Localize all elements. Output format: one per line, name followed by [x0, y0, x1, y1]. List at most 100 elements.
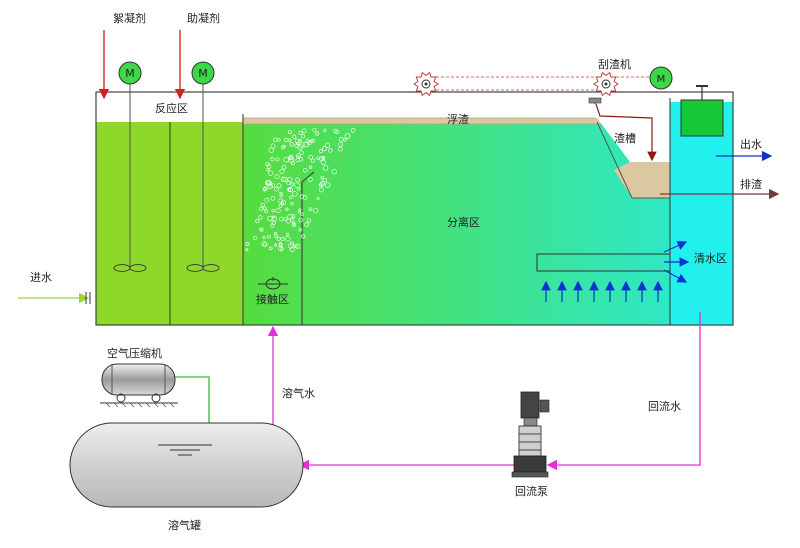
bubble [278, 203, 283, 208]
bubble [270, 183, 275, 188]
bubble [299, 150, 304, 155]
bubble [300, 212, 304, 216]
bubble [290, 202, 294, 206]
bubble [320, 175, 324, 180]
bubble [263, 186, 268, 191]
bubble [275, 157, 280, 162]
bubble [264, 197, 270, 203]
bubble [270, 157, 275, 162]
bubble [281, 164, 287, 170]
bubble [308, 177, 313, 182]
scraper-sprocket-right-icon [593, 71, 619, 97]
mixer-1 [113, 84, 147, 272]
bubble [245, 248, 249, 252]
contact-zone-bubbles [245, 127, 356, 252]
bubble [328, 148, 333, 153]
bubble [280, 145, 285, 150]
bubble [259, 227, 264, 232]
bubble [252, 235, 257, 241]
bubble [312, 127, 317, 133]
water-level-mark [158, 444, 212, 456]
bubble [285, 232, 289, 236]
bubble [338, 141, 344, 147]
bubble [308, 207, 313, 212]
bubble [262, 187, 267, 192]
bubble [255, 218, 260, 223]
motor-2-icon: M [191, 61, 215, 85]
release-valve-icon [258, 277, 288, 290]
bubble [277, 138, 281, 142]
bubble [301, 128, 307, 134]
bubble [315, 131, 320, 136]
bubble [344, 133, 351, 139]
svg-text:M: M [657, 74, 666, 85]
sludge-out-label: 排渣 [740, 177, 762, 191]
bubble [318, 183, 323, 187]
reaction-zone-label: 反应区 [155, 101, 188, 115]
scraper-sprocket-left-icon [413, 71, 439, 97]
bubble [322, 164, 329, 171]
bubble [279, 216, 284, 222]
bubble [322, 177, 328, 183]
separation-zone-fill [243, 122, 670, 325]
water-in-label: 进水 [30, 271, 52, 284]
bubble [260, 202, 265, 207]
bubble [275, 208, 281, 214]
scum-trough-label: 渣槽 [614, 131, 636, 145]
bubble [304, 222, 309, 227]
bubble [265, 161, 270, 167]
bubble [278, 243, 283, 248]
bubble [324, 142, 331, 148]
clear-water-arrow-3 [663, 269, 688, 283]
separation-zone-label: 分离区 [447, 215, 480, 229]
bubble [290, 182, 295, 186]
bubble [298, 227, 302, 232]
bubble [294, 182, 300, 188]
return-water-pipe [546, 312, 701, 471]
dissolved-air-tank-icon [69, 422, 304, 508]
clear-water-arrow-1 [663, 241, 688, 253]
bubble [295, 243, 301, 249]
bubble [322, 146, 327, 151]
bubble [298, 157, 304, 162]
dissolved-air-water-label: 溶气水 [282, 386, 315, 400]
bubble [279, 191, 283, 195]
bubble [271, 208, 276, 213]
bubble [262, 236, 266, 240]
bubble [298, 139, 303, 143]
air-compressor-icon [100, 363, 178, 408]
bubble [289, 142, 294, 147]
bubble [323, 128, 327, 133]
scum-flow-arrow [595, 103, 657, 162]
coagulant-aid-label: 助凝剂 [187, 11, 220, 25]
return-pump-label: 回流泵 [515, 484, 548, 498]
bubble [294, 143, 299, 148]
bubble [278, 198, 283, 204]
bubble [272, 215, 276, 219]
bubble [289, 195, 293, 199]
bubble [263, 206, 267, 211]
bubble [261, 241, 267, 247]
bubble [264, 209, 269, 214]
bubble [319, 156, 324, 162]
bubble [324, 182, 331, 188]
flocculant-label: 絮凝剂 [113, 11, 146, 25]
scum-trough-slope [596, 121, 633, 199]
bubble [309, 139, 313, 143]
bubble [298, 130, 303, 135]
bubble [319, 149, 323, 153]
return-pump-icon [511, 391, 550, 478]
bubble [301, 234, 306, 239]
bubble [245, 242, 250, 246]
bubble [268, 246, 273, 251]
bubble [308, 154, 314, 160]
bubble [320, 180, 326, 186]
bubble [287, 138, 292, 143]
bubble [274, 174, 280, 180]
bubble [279, 168, 285, 174]
clear-water-zone-label: 清水区 [694, 252, 727, 265]
bubble [265, 179, 271, 186]
upflow-arrows [541, 280, 663, 302]
bubble [270, 143, 276, 149]
